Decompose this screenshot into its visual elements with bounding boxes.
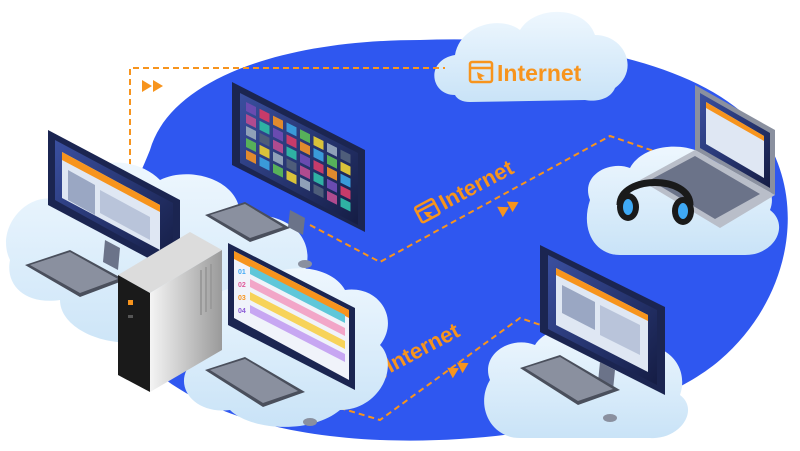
palette-swatch (313, 148, 324, 162)
palette-swatch (300, 129, 310, 144)
palette-swatch (340, 161, 351, 176)
palette-swatch (246, 126, 256, 140)
bottom-right-monitor (540, 245, 665, 395)
sheet-row (250, 266, 345, 323)
palette-swatch (340, 197, 351, 212)
palette-swatch (259, 144, 270, 159)
palette-swatch (300, 177, 310, 192)
palette-swatch (327, 154, 337, 169)
keyboard-icon (205, 202, 290, 242)
palette-swatch (246, 102, 256, 116)
palette-swatch (273, 139, 283, 154)
left-desktop-monitor (48, 130, 180, 275)
sheet-row-number: 01 (238, 269, 246, 276)
palette-swatch (340, 173, 351, 188)
headphones-icon (616, 179, 694, 225)
palette-swatch (259, 156, 270, 171)
palette-swatch (340, 185, 351, 200)
palette-swatch (286, 158, 297, 173)
browser-window-icon (413, 197, 441, 224)
palette-swatch (259, 108, 270, 123)
palette-swatch (300, 165, 310, 180)
palette-swatch (300, 141, 310, 156)
palette-swatch (313, 184, 324, 198)
palette-swatch (313, 160, 324, 174)
palette-swatch (340, 149, 351, 164)
palette-swatch (246, 114, 256, 128)
keyboard-icon (205, 357, 305, 407)
keyboard-icon (520, 355, 620, 405)
palette-monitor (232, 82, 365, 235)
desktop-tower-icon (118, 232, 222, 392)
mouse-icon (303, 418, 317, 426)
sheet-row-number: 03 (238, 295, 246, 302)
sheet-row (250, 279, 345, 336)
browser-window-icon (468, 60, 494, 84)
connection-lines (129, 67, 681, 422)
palette-swatch (273, 127, 283, 142)
double-arrow-icon (142, 80, 163, 92)
palette-swatch (246, 138, 256, 152)
palette-swatch (286, 146, 297, 161)
palette-swatch (327, 190, 337, 205)
laptop-icon (640, 85, 775, 228)
palette-swatch (300, 153, 310, 168)
palette-swatch (286, 134, 297, 149)
mouse-icon (603, 414, 617, 422)
palette-swatch (327, 178, 337, 193)
sheet-row-number: 04 (238, 308, 246, 315)
sheet-row (250, 305, 345, 362)
mouse-icon (298, 260, 312, 268)
palette-swatch (273, 151, 283, 166)
sheet-row (250, 292, 345, 349)
palette-swatch (286, 170, 297, 185)
sheet-row-number: 02 (238, 282, 246, 289)
palette-swatch (273, 163, 283, 178)
cloud-internet-label: Internet (497, 60, 582, 86)
palette-swatch (246, 150, 256, 164)
palette-swatch (286, 122, 297, 137)
palette-swatch (259, 120, 270, 135)
palette-swatch (313, 172, 324, 186)
keyboard-icon (25, 250, 125, 297)
internet-cloud: Internet (434, 11, 628, 102)
palette-swatch (327, 142, 337, 157)
double-arrow-icon (497, 201, 519, 218)
palette-swatch (327, 166, 337, 181)
palette-swatch (313, 136, 324, 150)
double-arrow-icon (447, 362, 469, 379)
palette-swatch (273, 115, 283, 130)
palette-swatch (259, 132, 270, 147)
spreadsheet-monitor: 01 02 03 04 (228, 243, 355, 390)
